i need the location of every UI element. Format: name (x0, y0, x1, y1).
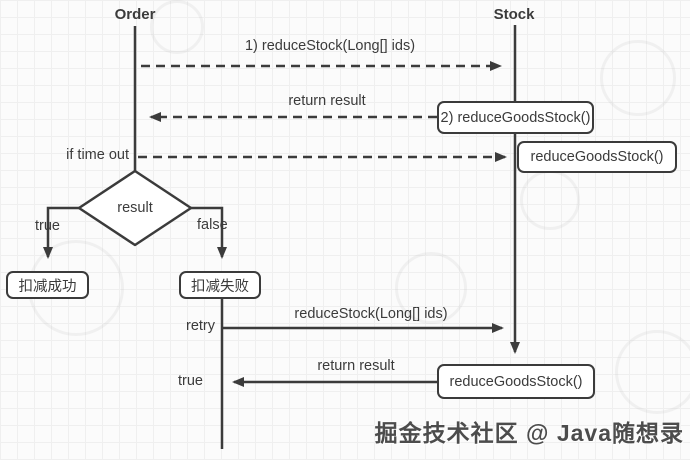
message-reduce-stock-retry: reduceStock(Long[] ids) (294, 306, 448, 322)
branch-true-line (43, 206, 79, 259)
message-reduce-stock-1: 1) reduceStock(Long[] ids) (244, 38, 416, 54)
watermark-text: 掘金技术社区 @ Java随想录 (374, 420, 684, 446)
branch-false-line (191, 206, 227, 259)
message-retry-label: retry (186, 318, 215, 334)
message-return-result-1: return result (288, 93, 366, 109)
decision-diamond (77, 169, 193, 247)
branch-true-label: true (35, 218, 60, 234)
box-reduce-goods-stock-timeout: reduceGoodsStock() (517, 141, 677, 173)
message-timeout-condition: if time out (66, 147, 129, 163)
decision-label: result (117, 200, 153, 216)
box-deduct-fail: 扣减失败 (179, 271, 261, 299)
message-true-ack: true (178, 373, 203, 389)
box-deduct-success: 扣减成功 (6, 271, 89, 299)
box-reduce-goods-stock-bottom: reduceGoodsStock() (437, 364, 595, 399)
message-return-result-2: return result (317, 358, 395, 374)
box-reduce-goods-stock-numbered: 2) reduceGoodsStock() (437, 101, 594, 134)
actor-stock: Stock (493, 6, 535, 23)
branch-false-label: false (197, 217, 228, 233)
actor-order: Order (114, 6, 156, 23)
